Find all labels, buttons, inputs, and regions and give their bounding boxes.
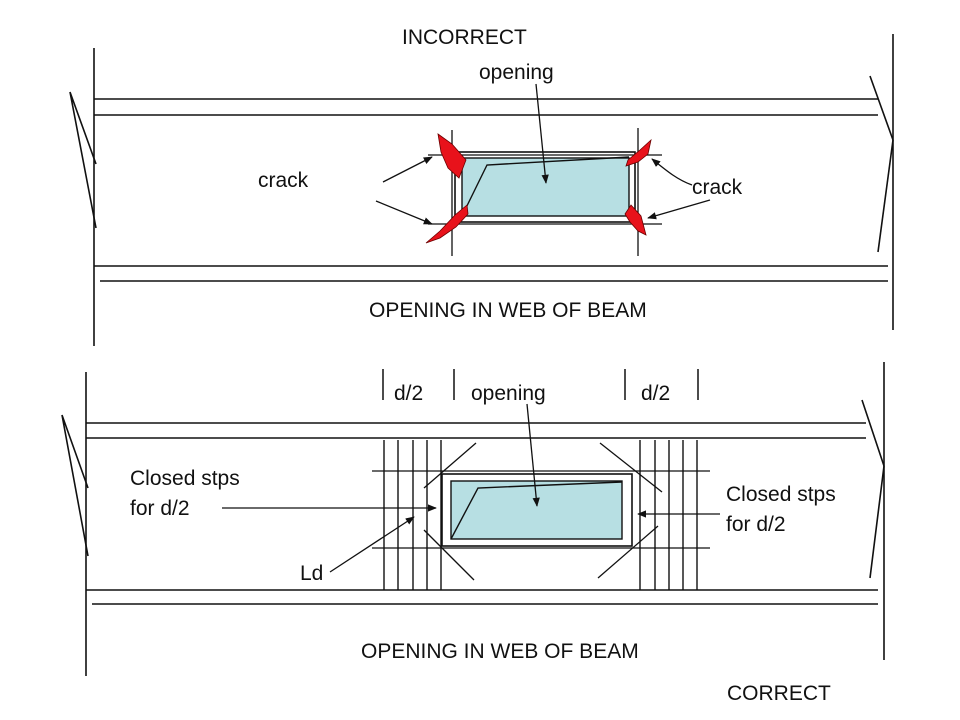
crack-label-left: crack <box>258 169 309 192</box>
ld-leader-lower <box>329 516 415 573</box>
crack-marks <box>425 133 652 244</box>
ld-label: Ld <box>300 562 323 585</box>
dimension-right-label: d/2 <box>641 382 670 405</box>
crack-mark-bottom-right <box>624 204 647 236</box>
longitudinal-bars <box>372 470 710 549</box>
stirrups-right <box>639 440 698 590</box>
incorrect-opening-label: opening <box>479 61 554 84</box>
crack-leader-right-lower <box>647 199 711 220</box>
dimension-ticks <box>382 369 699 400</box>
incorrect-opening-leader <box>535 83 549 184</box>
diagonal-bars <box>423 442 663 581</box>
correct-opening-label: opening <box>471 382 546 405</box>
crack-mark-bottom-left <box>425 204 469 244</box>
stirrups-left <box>383 440 442 590</box>
closed-stirrups-left-line1: Closed stps <box>130 467 240 490</box>
incorrect-opening <box>428 128 662 256</box>
crack-label-right: crack <box>692 176 743 199</box>
closed-stirrups-right-line1: Closed stps <box>726 483 836 506</box>
correct-panel: d/2 opening d/2 <box>61 362 885 705</box>
crack-leader-left-lower <box>375 200 433 225</box>
crack-leader-left-upper <box>382 156 433 183</box>
correct-opening-leader <box>526 403 540 507</box>
correct-opening <box>441 473 633 547</box>
crack-mark-top-left <box>437 133 467 179</box>
crack-mark-top-right <box>625 138 652 167</box>
incorrect-caption: OPENING IN WEB OF BEAM <box>369 299 647 322</box>
incorrect-heading: INCORRECT <box>402 26 527 49</box>
correct-caption: OPENING IN WEB OF BEAM <box>361 640 639 663</box>
crack-leader-right-upper <box>651 158 693 186</box>
correct-heading: CORRECT <box>727 682 831 705</box>
correct-beam-outline <box>61 362 885 676</box>
incorrect-panel: INCORRECT <box>69 26 894 346</box>
closed-stirrups-left-line2: for d/2 <box>130 497 190 520</box>
incorrect-beam-outline <box>69 34 894 346</box>
dimension-left-label: d/2 <box>394 382 423 405</box>
closed-stirrups-right-line2: for d/2 <box>726 513 786 536</box>
